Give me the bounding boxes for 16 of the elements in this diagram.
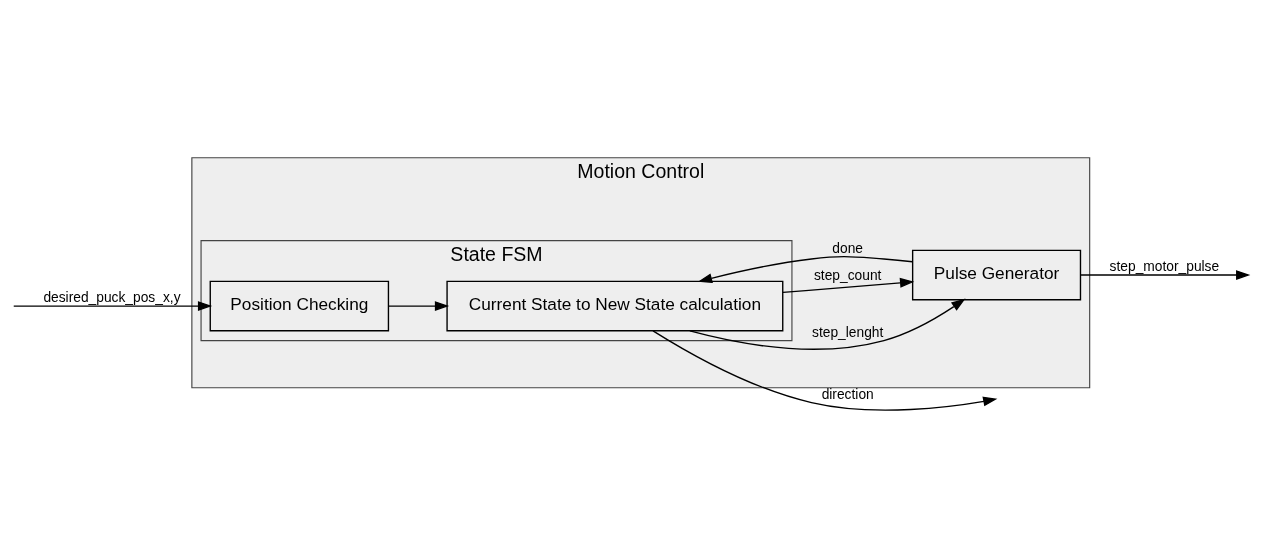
- node-box: Current State to New State calculation: [446, 280, 784, 331]
- arrow: [13, 300, 213, 311]
- edge-label: done: [832, 240, 864, 256]
- edge-label: desired_puck_pos_x,y: [43, 289, 181, 305]
- edge-label: step_lenght: [812, 324, 884, 340]
- arrow: [689, 298, 966, 350]
- arrow: [697, 255, 914, 283]
- edge-label: step_motor_pulse: [1109, 258, 1220, 274]
- arrow: [782, 277, 915, 293]
- arrow: [1080, 269, 1251, 280]
- edge-label: direction: [821, 386, 874, 402]
- node-box: Position Checking: [209, 280, 390, 331]
- arrow: [652, 329, 998, 411]
- edge-label: step_count: [813, 267, 882, 283]
- node-box: Pulse Generator: [911, 249, 1082, 300]
- arrow: [387, 300, 450, 311]
